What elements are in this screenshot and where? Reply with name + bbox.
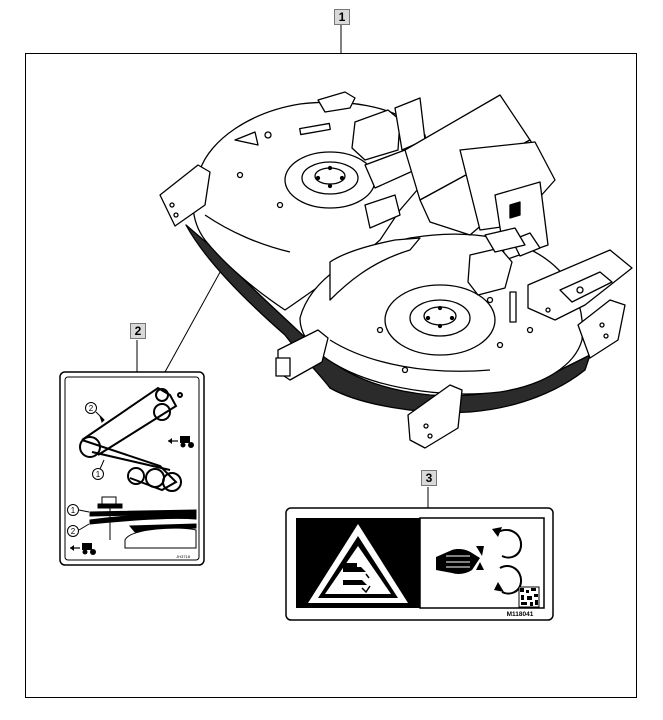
qr-code-icon: [518, 586, 540, 608]
rotation-arrows-icon: [492, 527, 523, 595]
callout-3: 3: [421, 470, 437, 486]
diagram-frame: [25, 53, 637, 698]
step-1-bottom: 1: [71, 506, 76, 515]
tractor-direction-icon: [168, 436, 194, 448]
step-2-top: 2: [89, 404, 94, 413]
hazard-triangle-icon: [308, 524, 408, 603]
belt-path: [79, 386, 183, 492]
step-markers: 2 1 1 2: [67, 402, 104, 537]
mower-deck: [159, 91, 633, 449]
hand-entanglement-icon: [436, 546, 484, 574]
callout-2: 2: [130, 323, 146, 339]
part-number: M118041: [507, 611, 534, 618]
callout-1: 1: [334, 9, 350, 25]
belt-routing-label: 2 1 1 2: [59, 371, 205, 566]
label-code: JH3718: [176, 554, 191, 559]
tractor-direction-icon: [70, 543, 96, 555]
warning-label: M118041: [285, 507, 554, 621]
step-2-bottom: 2: [71, 527, 76, 536]
spindle-profile: [89, 496, 197, 549]
step-1-top: 1: [96, 470, 101, 479]
